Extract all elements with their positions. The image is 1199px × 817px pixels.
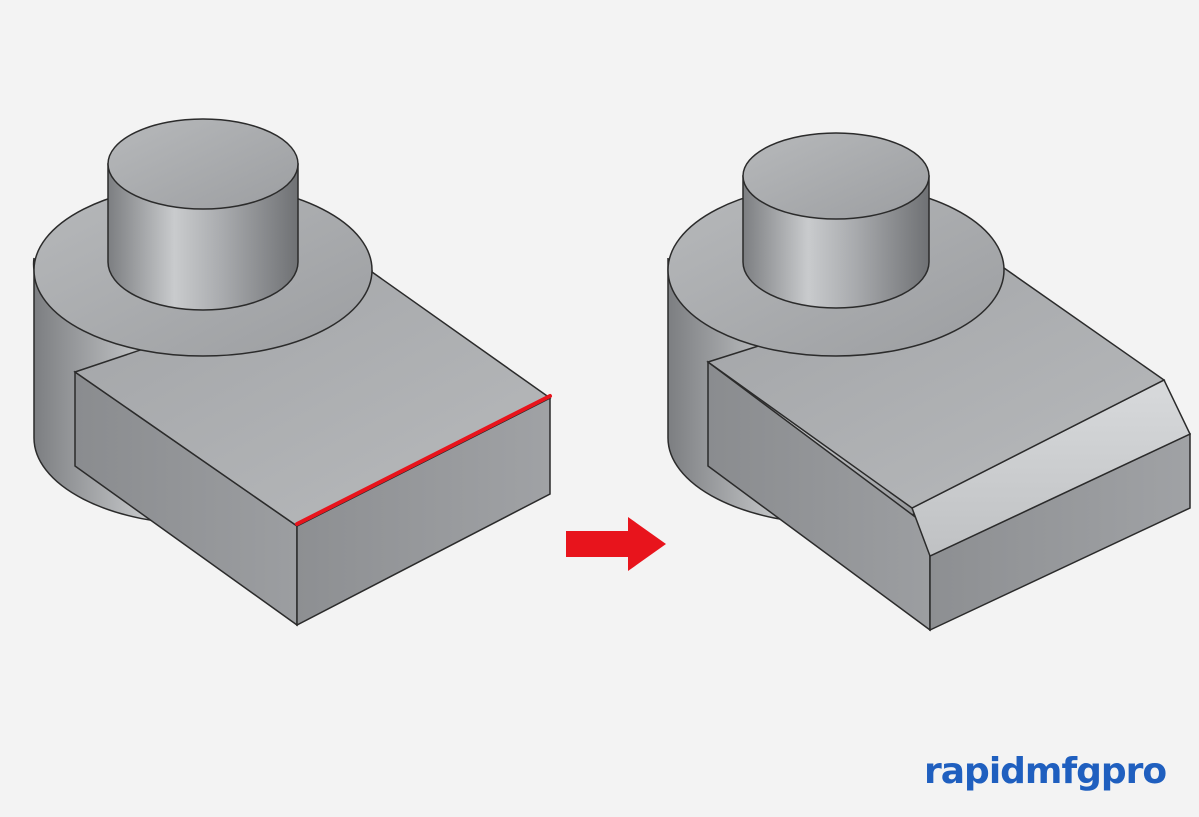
part-after-chamfered-edge bbox=[667, 132, 1192, 632]
part-before-sharp-edge bbox=[32, 118, 552, 627]
highlighted-edge bbox=[295, 394, 552, 526]
brand-wordmark: rapidmfgpro bbox=[924, 751, 1167, 792]
boss-cylinder-top bbox=[742, 132, 930, 220]
arrow-right-icon bbox=[566, 517, 666, 571]
boss-cylinder-top bbox=[107, 118, 299, 210]
